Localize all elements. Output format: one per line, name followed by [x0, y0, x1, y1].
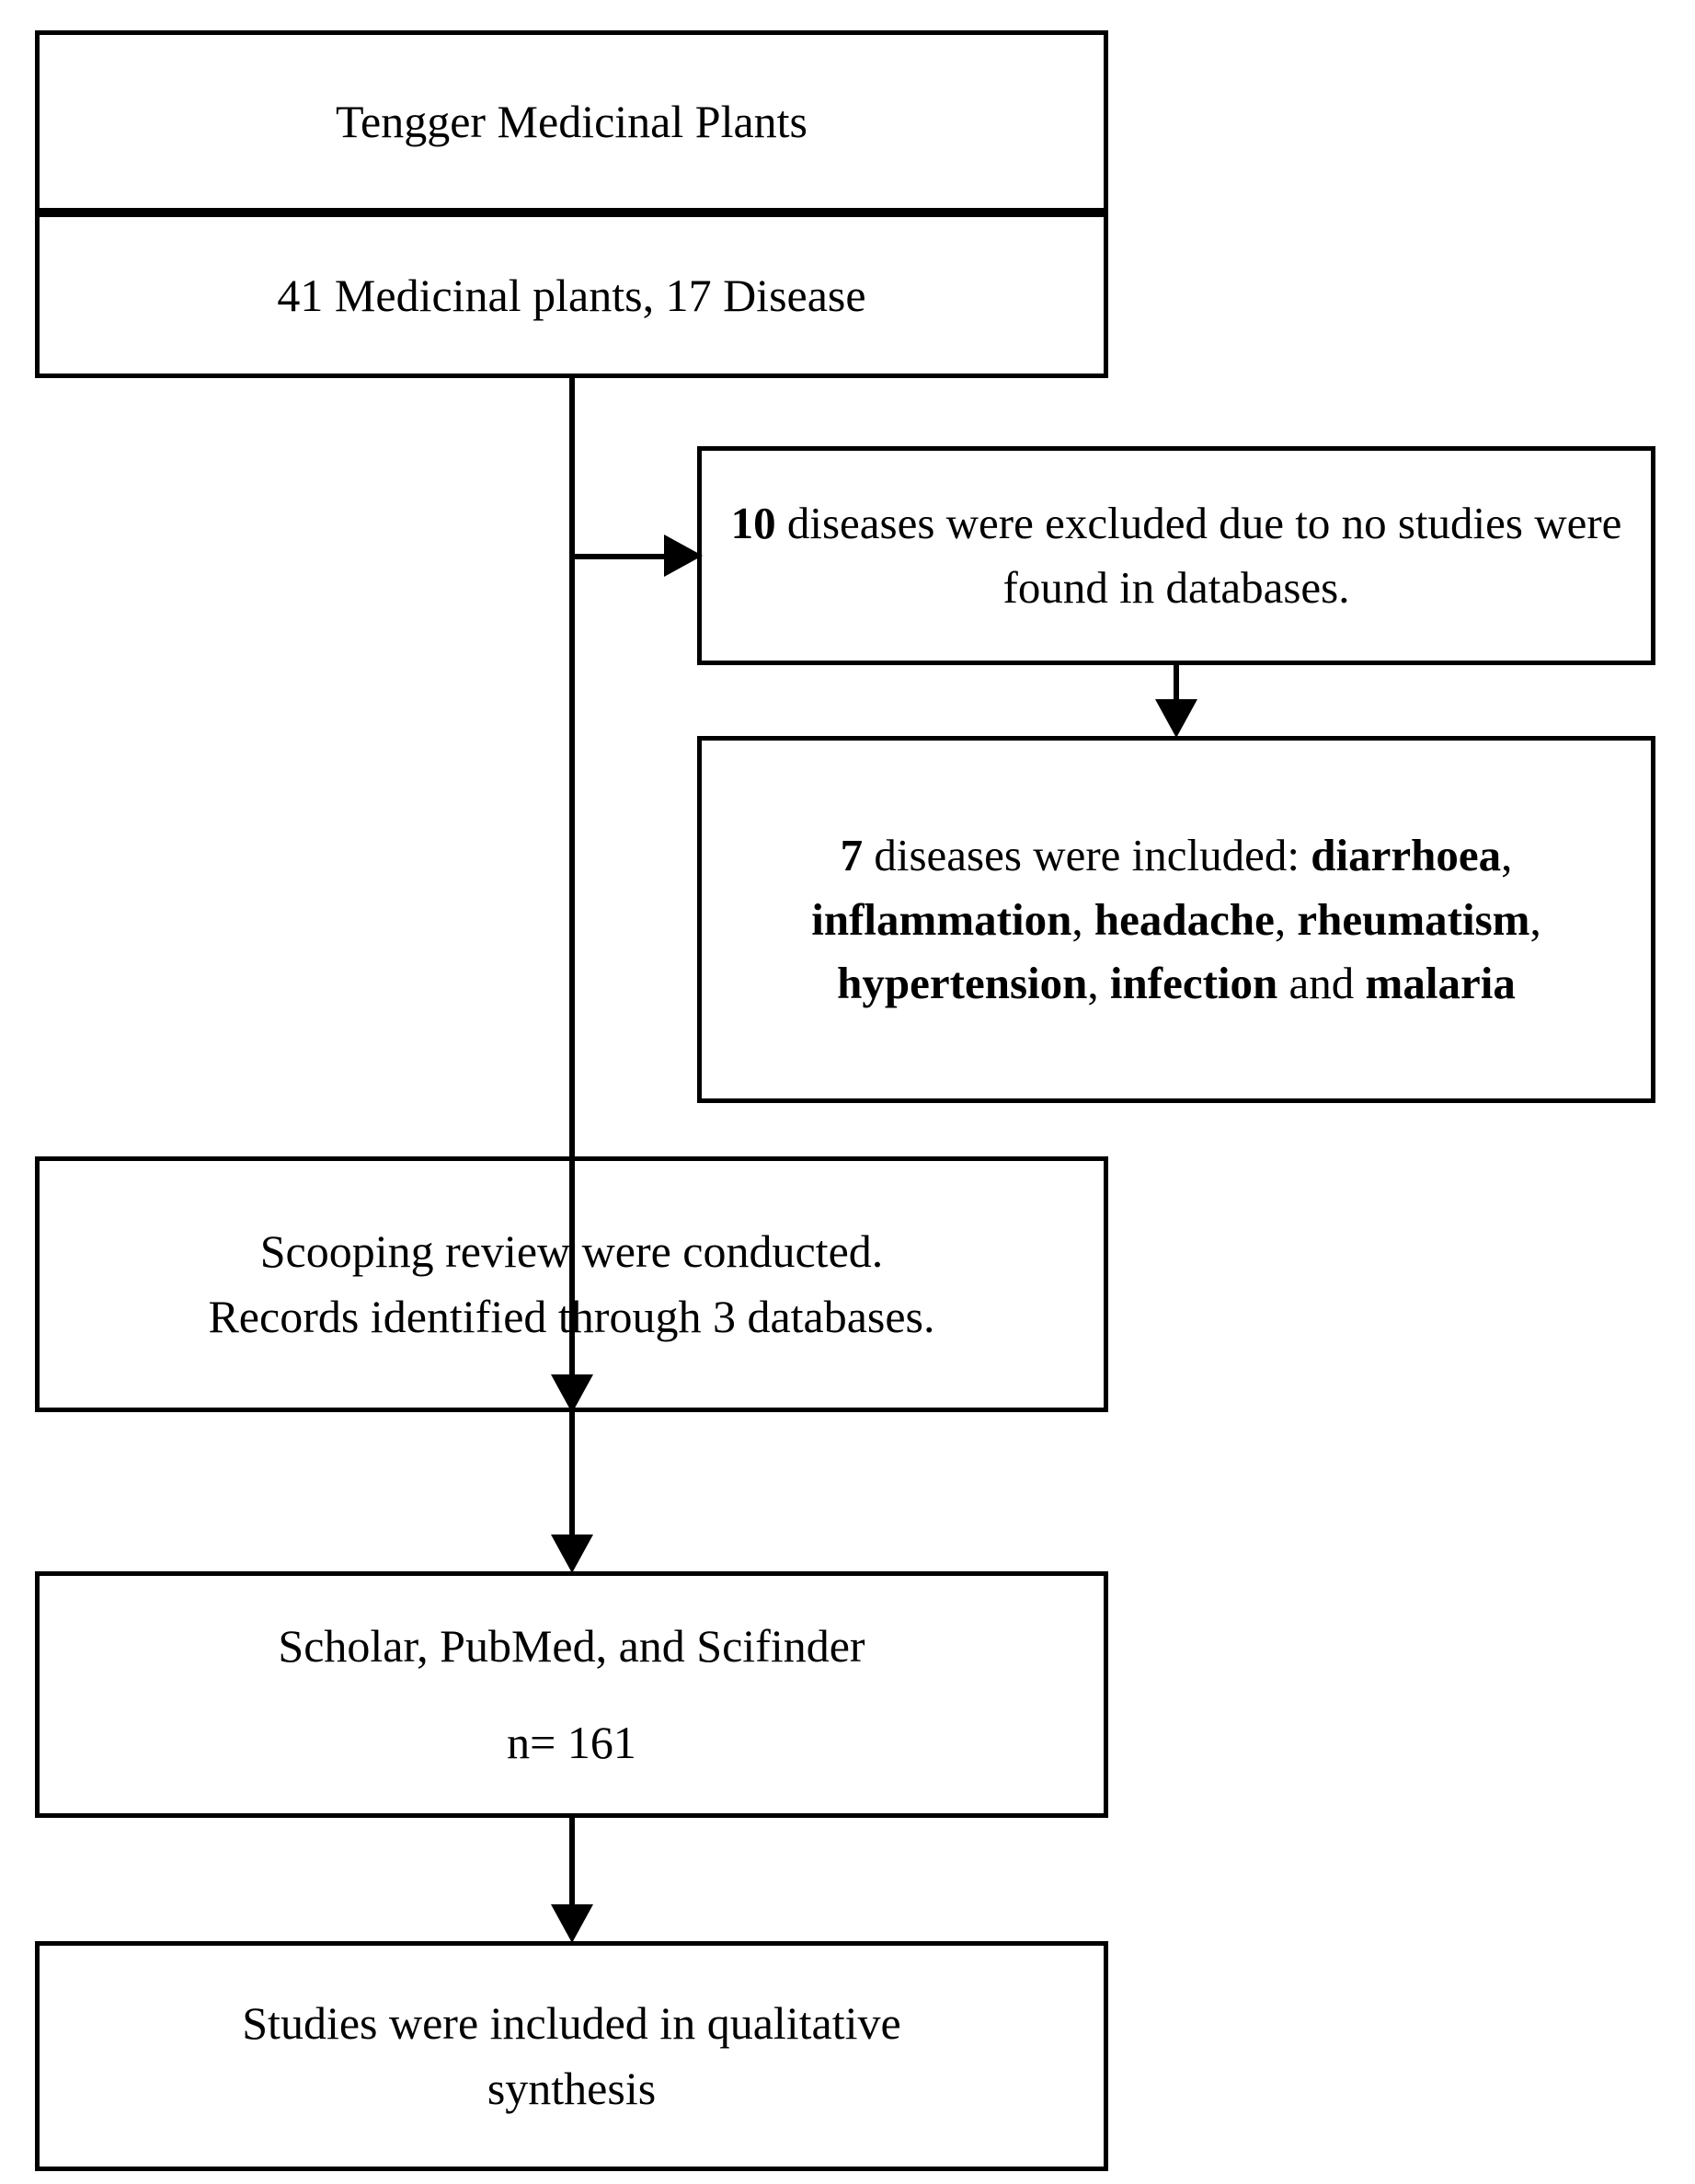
disease-hypertension: hypertension [837, 958, 1088, 1009]
synthesis-line-1: Studies were included in qualitative [242, 1997, 901, 2049]
disease-rheumatism: rheumatism [1297, 893, 1530, 945]
arrowhead-down-icon-to-databases [551, 1535, 593, 1573]
disease-malaria: malaria [1365, 958, 1516, 1009]
connector-review-to-databases-line [569, 1412, 575, 1539]
node-excluded-text: 10 diseases were excluded due to no stud… [727, 491, 1625, 619]
node-counts-text: 41 Medicinal plants, 17 Disease [277, 269, 866, 321]
disease-headache: headache [1094, 893, 1275, 945]
connector-databases-to-synthesis-line [569, 1818, 575, 1908]
databases-line-1: Scholar, PubMed, and Scifinder [278, 1620, 865, 1672]
disease-infection: infection [1109, 958, 1278, 1009]
node-databases-searched: Scholar, PubMed, and Scifinder n= 161 [35, 1571, 1108, 1818]
disease-diarrhoea: diarrhoea [1311, 830, 1502, 881]
included-count: 7 [840, 830, 864, 881]
excluded-count: 10 [730, 498, 776, 549]
node-included-text: 7 diseases were included: diarrhoea, inf… [811, 830, 1541, 1009]
node-diseases-excluded: 10 diseases were excluded due to no stud… [697, 446, 1655, 665]
node-plant-disease-counts: 41 Medicinal plants, 17 Disease [35, 213, 1108, 378]
synthesis-line-2: synthesis [487, 2063, 657, 2114]
arrowhead-right-icon-to-excluded [664, 535, 703, 577]
databases-record-count: n= 161 [507, 1717, 636, 1768]
arrowhead-down-icon-to-synthesis [551, 1904, 593, 1943]
connector-counts-to-review-line [569, 378, 575, 1374]
node-tengger-medicinal-plants: Tengger Medicinal Plants [35, 30, 1108, 213]
connector-branch-to-excluded-line [569, 554, 672, 559]
included-conjunction: and [1277, 958, 1366, 1009]
node-title-text: Tengger Medicinal Plants [335, 95, 808, 147]
node-diseases-included: 7 diseases were included: diarrhoea, inf… [697, 736, 1655, 1103]
arrowhead-down-icon-to-included [1155, 699, 1197, 738]
disease-inflammation: inflammation [811, 893, 1072, 945]
connector-excluded-to-included-line [1174, 665, 1179, 704]
node-qualitative-synthesis: Studies were included in qualitative syn… [35, 1941, 1108, 2171]
arrowhead-down-icon-to-review [551, 1374, 593, 1413]
included-lead-in: diseases were included: [863, 830, 1311, 881]
excluded-text-rest: diseases were excluded due to no studies… [775, 498, 1622, 613]
